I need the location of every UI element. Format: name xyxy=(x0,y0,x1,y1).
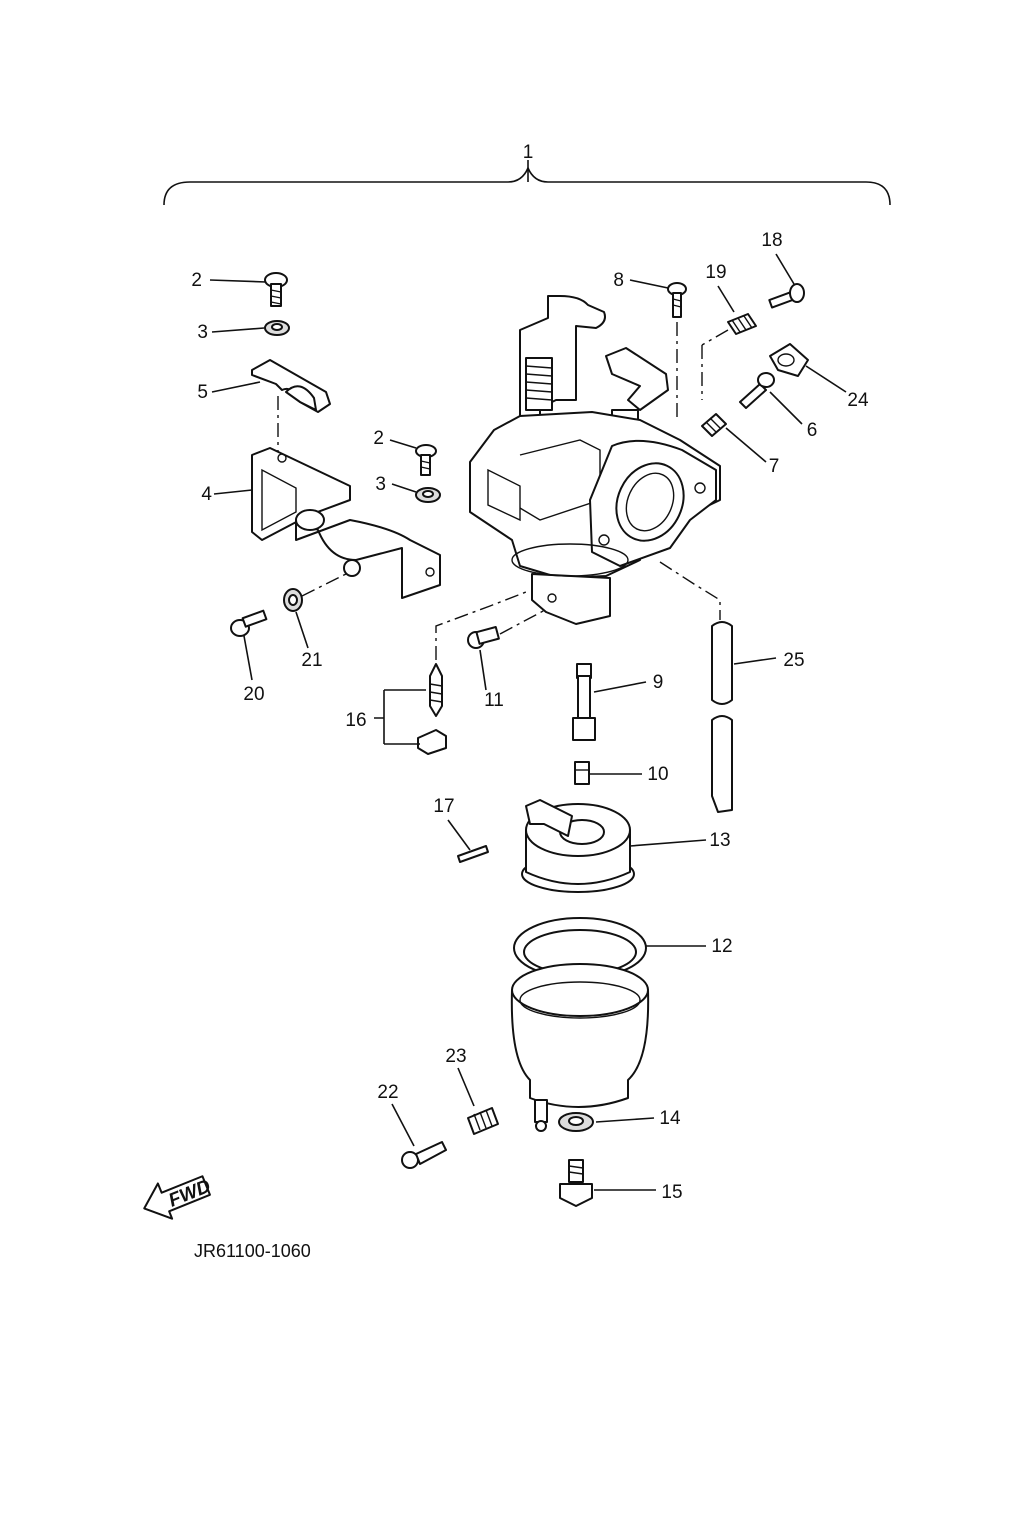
callout-19: 19 xyxy=(705,262,726,283)
part-spring-19 xyxy=(727,313,757,335)
fwd-arrow-icon: FWD xyxy=(143,1175,214,1220)
part-float-13 xyxy=(521,799,635,893)
callout-2-middle: 2 xyxy=(373,428,384,449)
part-bracket-4 xyxy=(251,447,441,599)
callout-numbers: 1 2 3 5 4 2 3 8 19 18 24 6 7 25 9 10 13 … xyxy=(191,142,869,1203)
callout-23: 23 xyxy=(445,1046,466,1067)
callout-11: 11 xyxy=(484,690,504,711)
part-screw-22 xyxy=(401,1141,447,1169)
part-jet-10 xyxy=(574,761,590,785)
assembly-brace xyxy=(163,160,891,206)
callout-14: 14 xyxy=(659,1108,681,1129)
callout-18: 18 xyxy=(761,230,782,251)
part-screw-18 xyxy=(768,283,805,309)
callout-3-top: 3 xyxy=(197,322,208,343)
callout-8: 8 xyxy=(613,270,624,291)
callout-5: 5 xyxy=(197,382,208,403)
callout-6: 6 xyxy=(807,420,818,441)
part-gasket-12 xyxy=(513,917,647,979)
part-float-bowl xyxy=(510,963,650,1132)
part-washer-3-middle xyxy=(415,487,441,503)
part-screw-11 xyxy=(467,626,500,649)
callout-2-top: 2 xyxy=(191,270,202,291)
callout-7: 7 xyxy=(769,456,780,477)
callout-4: 4 xyxy=(201,484,212,505)
callout-21: 21 xyxy=(301,650,322,671)
part-spring-23 xyxy=(467,1107,499,1135)
part-screw-2-middle xyxy=(415,444,437,476)
drawing-code: JR61100-1060 xyxy=(194,1241,311,1261)
callout-16: 16 xyxy=(345,710,366,731)
callout-1: 1 xyxy=(523,142,534,163)
callout-20: 20 xyxy=(243,684,264,705)
callout-17: 17 xyxy=(433,796,454,817)
part-washer-21 xyxy=(283,588,303,612)
callout-24: 24 xyxy=(847,390,869,411)
part-screw-6 xyxy=(739,372,775,409)
callout-13: 13 xyxy=(709,830,730,851)
callout-22: 22 xyxy=(377,1082,398,1103)
part-bolt-15 xyxy=(559,1159,593,1207)
part-spring-7 xyxy=(701,413,727,437)
part-cap-24 xyxy=(769,343,809,377)
part-screw-20 xyxy=(230,609,268,637)
part-needle-valve-16 xyxy=(417,663,447,755)
part-pin-17 xyxy=(457,845,489,863)
callout-9: 9 xyxy=(653,672,664,693)
part-washer-3-top xyxy=(264,320,290,336)
callout-15: 15 xyxy=(661,1182,682,1203)
callout-3-middle: 3 xyxy=(375,474,386,495)
part-clamp-5 xyxy=(251,359,331,413)
part-jet-9 xyxy=(572,663,596,741)
callout-12: 12 xyxy=(711,936,732,957)
part-carburetor-body xyxy=(469,295,721,625)
part-washer-14 xyxy=(558,1112,594,1132)
part-screw-8 xyxy=(667,282,687,318)
callout-25: 25 xyxy=(783,650,804,671)
part-screw-2-top xyxy=(264,272,288,307)
leader-lines xyxy=(209,253,847,1191)
part-hose-25 xyxy=(711,621,733,813)
callout-10: 10 xyxy=(647,764,668,785)
